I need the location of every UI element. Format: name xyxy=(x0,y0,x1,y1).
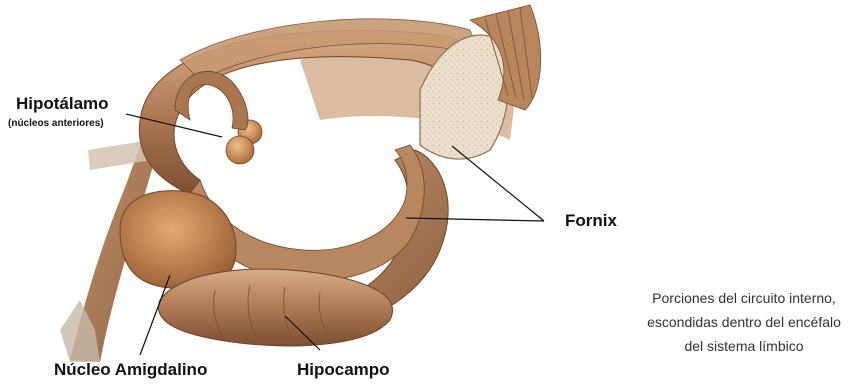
nucleus-lower xyxy=(226,136,254,164)
label-fornix: Fornix xyxy=(565,211,617,231)
label-hipotalamo-sub: (núcleos anteriores) xyxy=(8,118,104,129)
label-hipotalamo: Hipotálamo xyxy=(16,94,109,114)
caption-line-1: Porciones del circuito interno, xyxy=(622,286,866,310)
nucleus-loop xyxy=(175,71,248,130)
leader-fornix-upper xyxy=(452,146,544,221)
caption-line-3: del sistema límbico xyxy=(622,334,866,358)
hippocampus xyxy=(158,269,392,346)
caption-line-2: escondidas dentro del encéfalo xyxy=(622,310,866,334)
label-hipocampo: Hipocampo xyxy=(297,360,390,380)
caption: Porciones del circuito interno, escondid… xyxy=(622,286,866,358)
label-nucleo-amigdalino: Núcleo Amigdalino xyxy=(54,360,207,380)
